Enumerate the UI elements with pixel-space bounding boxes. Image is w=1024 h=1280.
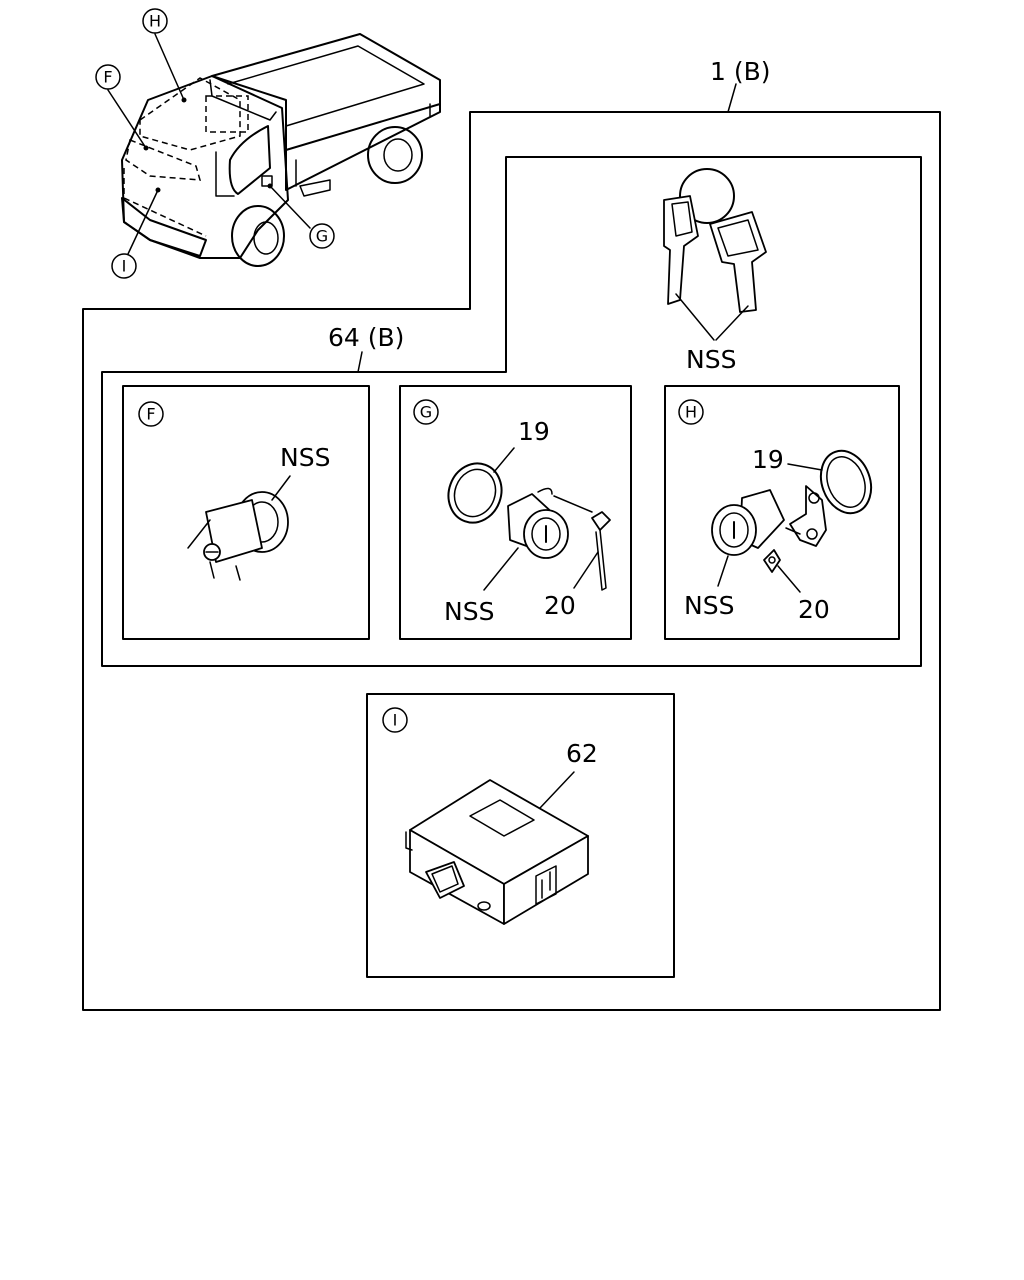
callout-truck-h	[142, 8, 168, 34]
callout-panel-i	[382, 707, 408, 733]
callout-truck-h-text: H	[149, 12, 161, 31]
label-h-nss: NSS	[684, 591, 734, 620]
callout-truck-g	[309, 223, 335, 249]
callout-panel-h	[678, 399, 704, 425]
callout-truck-i-text: I	[122, 257, 127, 276]
callout-truck-i	[111, 253, 137, 279]
door-lock-cylinder-g	[447, 462, 611, 591]
callout-panel-f	[138, 401, 164, 427]
label-g-19: 19	[518, 417, 550, 446]
panel-i	[366, 693, 675, 978]
callout-truck-g-text: G	[316, 227, 328, 246]
label-g-20: 20	[544, 591, 576, 620]
panel-f	[122, 385, 370, 640]
panel-g	[399, 385, 632, 640]
label-f-nss: NSS	[280, 443, 330, 472]
callout-panel-i-text: I	[393, 711, 398, 730]
callout-panel-g-text: G	[420, 403, 432, 422]
label-h-20: 20	[798, 595, 830, 624]
callout-truck-f-text: F	[103, 68, 112, 87]
truck-illustration: H F G I	[95, 8, 441, 279]
label-i-62: 62	[566, 739, 598, 768]
assembly-1-frame	[82, 111, 941, 1011]
label-h-19: 19	[752, 445, 784, 474]
label-assembly-64: 64 (B)	[328, 323, 404, 352]
control-unit-62	[405, 779, 589, 925]
assembly-64-frame	[101, 156, 922, 667]
callout-truck-f	[95, 64, 121, 90]
keys-illustration	[663, 168, 767, 341]
label-assembly-1: 1 (B)	[710, 57, 771, 86]
label-g-nss: NSS	[444, 597, 494, 626]
door-lock-cylinder-h	[711, 449, 873, 573]
callout-panel-g	[413, 399, 439, 425]
panel-h	[664, 385, 900, 640]
callout-panel-f-text: F	[146, 405, 155, 424]
label-keys-nss: NSS	[686, 345, 736, 374]
callout-panel-h-text: H	[685, 403, 697, 422]
ignition-switch-f	[187, 491, 289, 581]
